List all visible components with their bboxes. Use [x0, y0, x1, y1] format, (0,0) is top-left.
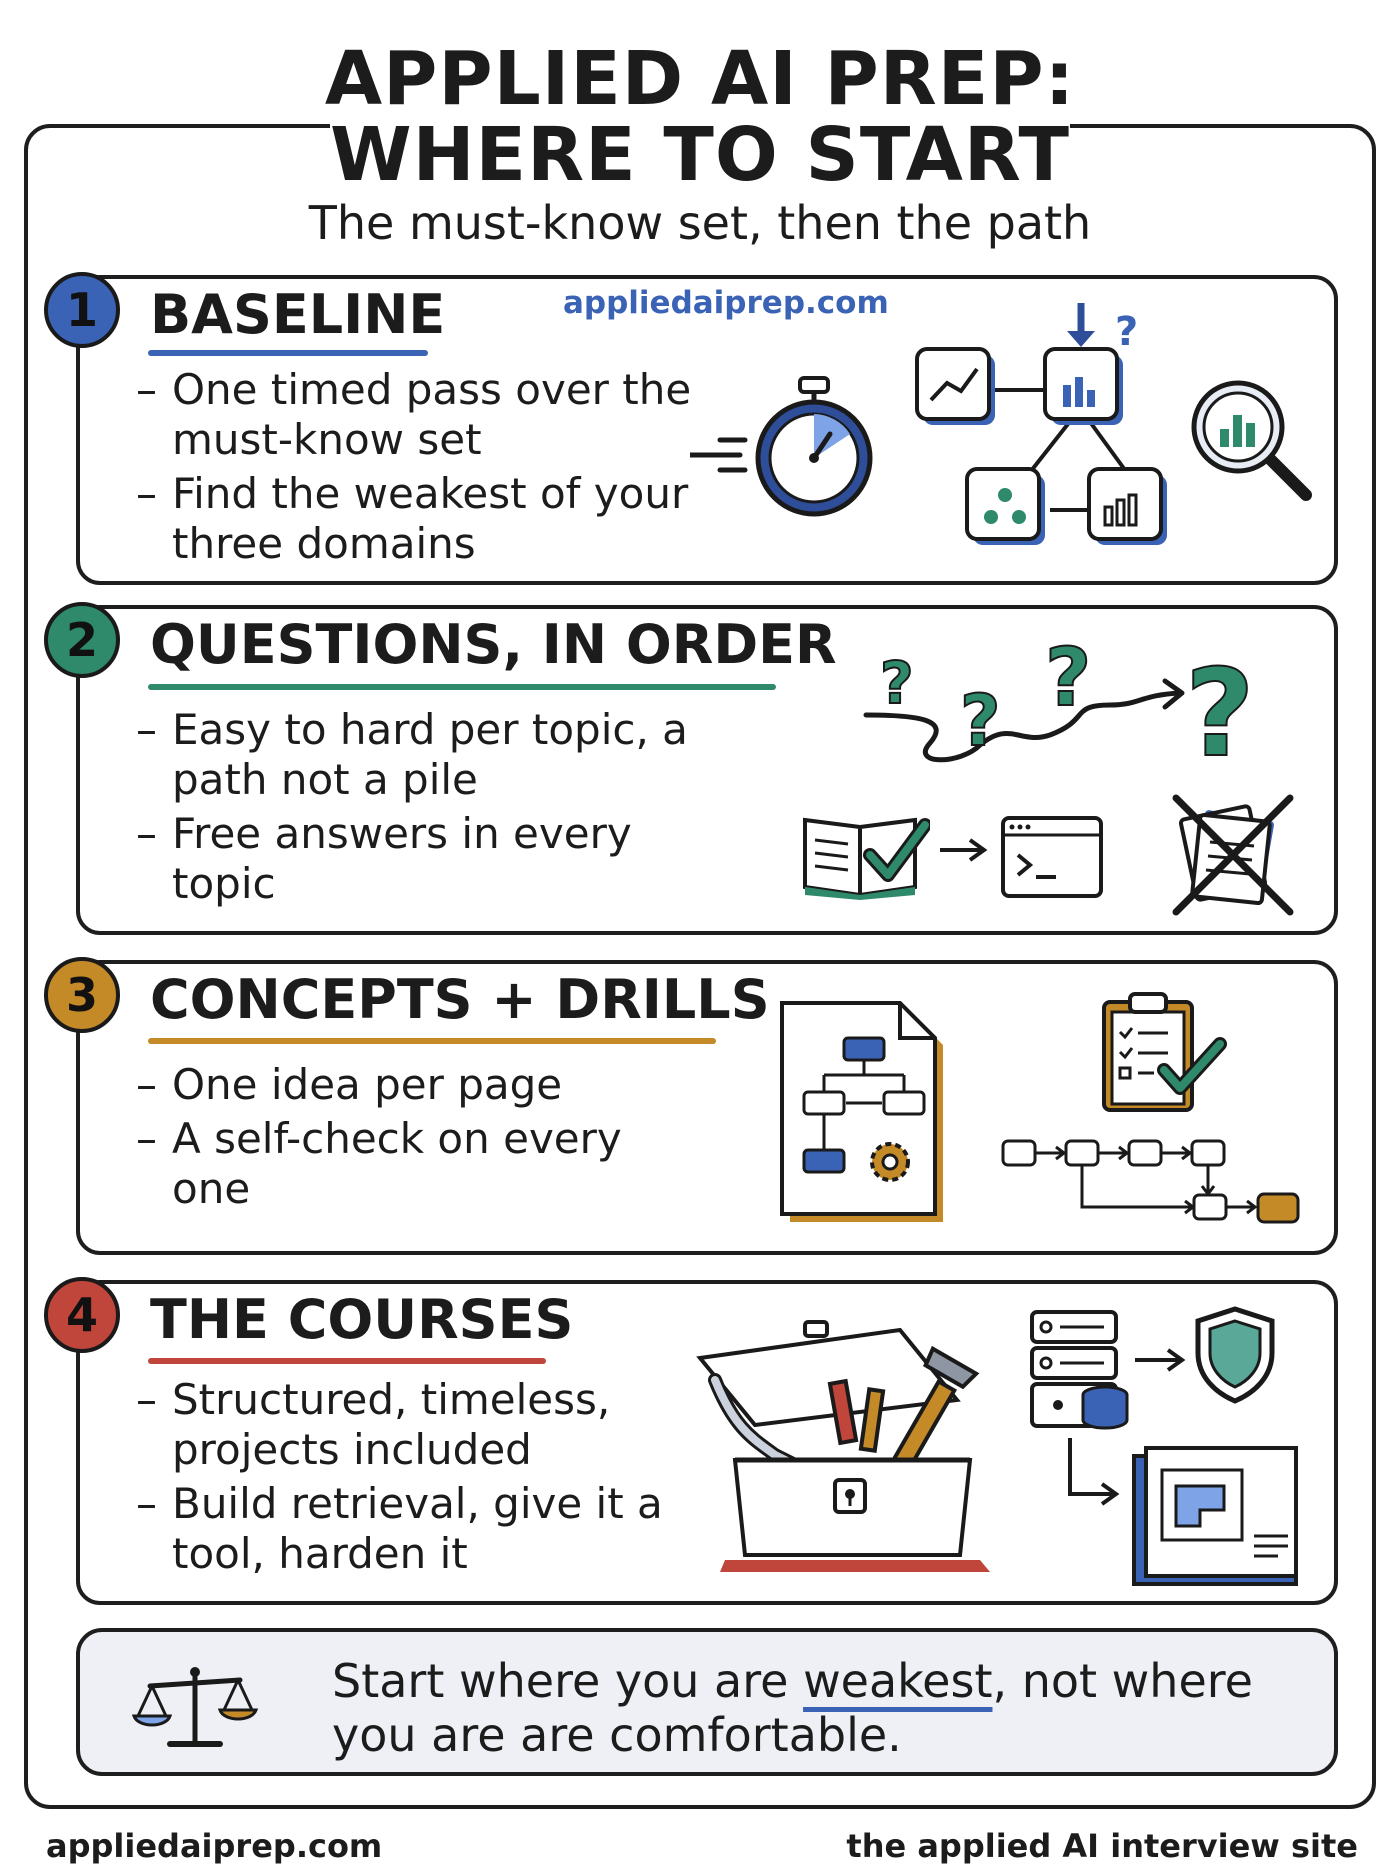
step-bullets-questions: Easy to hard per topic, a path not a pil…	[136, 705, 716, 913]
shield-icon	[1195, 1306, 1275, 1404]
takeaway-box: Start where you are weakest, not where y…	[76, 1628, 1338, 1776]
svg-text:?: ?	[1185, 645, 1255, 775]
footer-site: appliedaiprep.com	[46, 1827, 383, 1865]
takeaway-emphasis: weakest	[803, 1654, 993, 1708]
takeaway-text-end: , not where you are are comfortable.	[332, 1654, 1253, 1762]
step-underline-3	[148, 1038, 716, 1044]
svg-text:?: ?	[1045, 631, 1091, 724]
step-title-concepts: CONCEPTS + DRILLS	[150, 968, 770, 1031]
page-title-line1: APPLIED AI PREP:	[324, 36, 1076, 122]
arrow-icon	[940, 838, 988, 862]
site-tag: appliedaiprep.com	[563, 285, 889, 321]
bullet: Structured, timeless, projects included	[136, 1375, 696, 1475]
step-underline-4	[148, 1358, 546, 1364]
step-bullets-baseline: One timed pass over the must-know set Fi…	[136, 365, 696, 573]
step-number-4: 4	[44, 1277, 120, 1353]
svg-text:?: ?	[1115, 309, 1138, 355]
bullet: A self-check on every one	[136, 1114, 696, 1214]
step-number-2: 2	[44, 602, 120, 678]
step-title-baseline: BASELINE	[150, 283, 446, 346]
step-underline-1	[148, 350, 428, 356]
step-title-courses: THE COURSES	[150, 1288, 574, 1351]
book-check-icon	[803, 817, 930, 900]
footer-tagline: the applied AI interview site	[846, 1827, 1358, 1865]
page-title-line2: WHERE TO START	[330, 112, 1070, 198]
question-path-icon: ? ? ? ?	[863, 630, 1256, 775]
takeaway-text: Start where you are weakest, not where y…	[332, 1654, 1312, 1762]
bullet: One timed pass over the must-know set	[136, 365, 696, 465]
magnifier-chart-icon	[1191, 380, 1312, 501]
step-bullets-courses: Structured, timeless, projects included …	[136, 1375, 696, 1583]
step-title-questions: QUESTIONS, IN ORDER	[150, 613, 837, 676]
step-number-3: 3	[44, 957, 120, 1033]
step-number-1: 1	[44, 272, 120, 348]
svg-text:?: ?	[880, 649, 914, 717]
bullet: Free answers in every topic	[136, 809, 716, 909]
concept-page-icon	[780, 1001, 943, 1222]
bullet: Find the weakest of your three domains	[136, 469, 696, 569]
crossed-pile-icon	[1172, 794, 1294, 916]
svg-text:?: ?	[960, 680, 1001, 762]
step-bullets-concepts: One idea per page A self-check on every …	[136, 1060, 696, 1218]
server-icon	[1030, 1310, 1186, 1430]
bullet: Build retrieval, give it a tool, harden …	[136, 1479, 696, 1579]
title-mask	[330, 100, 1070, 160]
stopwatch-icon	[690, 376, 873, 517]
flow-chain-icon	[1001, 1139, 1300, 1224]
step-underline-2	[148, 684, 776, 690]
terminal-icon	[1001, 816, 1103, 898]
bullet: Easy to hard per topic, a path not a pil…	[136, 705, 716, 805]
bullet: One idea per page	[136, 1060, 696, 1110]
page-subtitle: The must-know set, then the path	[308, 196, 1092, 250]
toolbox-icon	[696, 1320, 990, 1572]
clipboard-check-icon	[1102, 992, 1227, 1112]
blueprint-icon	[1068, 1438, 1298, 1586]
chart-network-icon: ?	[915, 303, 1167, 545]
takeaway-text-start: Start where you are	[332, 1654, 804, 1708]
scale-icon	[131, 1667, 259, 1747]
